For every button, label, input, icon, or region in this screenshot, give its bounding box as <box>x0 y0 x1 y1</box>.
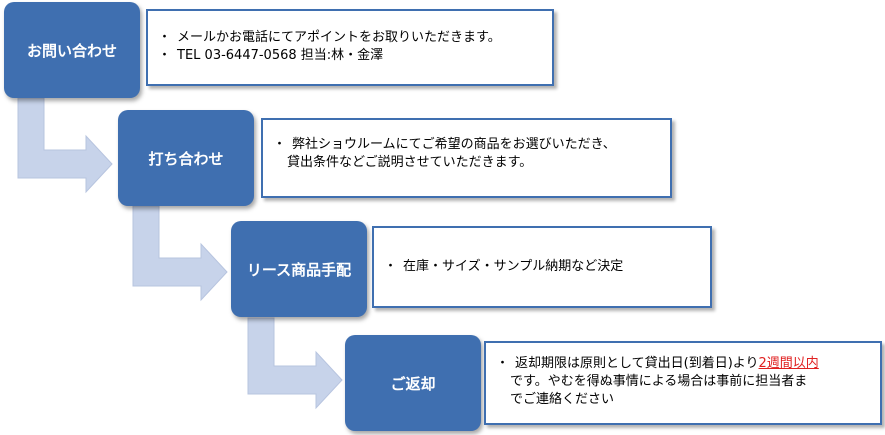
step-box-inquiry: お問い合わせ <box>4 2 140 98</box>
desc-line: ・返却期限は原則として貸出日(到着日)より2週間以内 <box>496 356 819 371</box>
step-title-return: ご返却 <box>390 374 436 393</box>
desc-line: ・在庫・サイズ・サンプル納期など決定 <box>384 259 624 274</box>
desc-line: ・メールかお電話にてアポイントをお取りいただきます。 <box>158 30 501 45</box>
flow-arrow-3-shape <box>247 317 343 410</box>
desc-line: 貸出条件などご説明させていただきます。 <box>287 155 533 170</box>
desc-line: ・TEL 03-6447-0568 担当:林・金澤 <box>158 48 384 63</box>
flow-arrow-2-shape <box>132 205 228 302</box>
desc-line: ・弊社ショウルームにてご希望の商品をお選びいただき、 <box>273 137 616 152</box>
step-desc-meeting: ・弊社ショウルームにてご希望の商品をお選びいただき、 貸出条件などご説明させてい… <box>261 118 672 198</box>
step-title-arrangement: リース商品手配 <box>246 260 352 279</box>
step-desc-arrangement: ・在庫・サイズ・サンプル納期など決定 <box>372 226 712 308</box>
step-desc-inquiry: ・メールかお電話にてアポイントをお取りいただきます。 ・TEL 03-6447-… <box>146 9 554 86</box>
step-title-meeting: 打ち合わせ <box>148 149 224 168</box>
step-box-meeting: 打ち合わせ <box>118 110 254 206</box>
step-box-return: ご返却 <box>345 335 481 431</box>
desc-line: でご連絡ください <box>510 392 615 407</box>
step-desc-return: ・返却期限は原則として貸出日(到着日)より2週間以内 です。やむを得ぬ事情による… <box>484 341 882 425</box>
flow-arrow-1-shape <box>17 97 113 194</box>
desc-line: です。やむを得ぬ事情による場合は事前に担当者ま <box>510 374 808 389</box>
step-box-arrangement: リース商品手配 <box>231 221 367 317</box>
step-title-inquiry: お問い合わせ <box>26 41 117 60</box>
return-period-link[interactable]: 2週間以内 <box>758 356 819 371</box>
